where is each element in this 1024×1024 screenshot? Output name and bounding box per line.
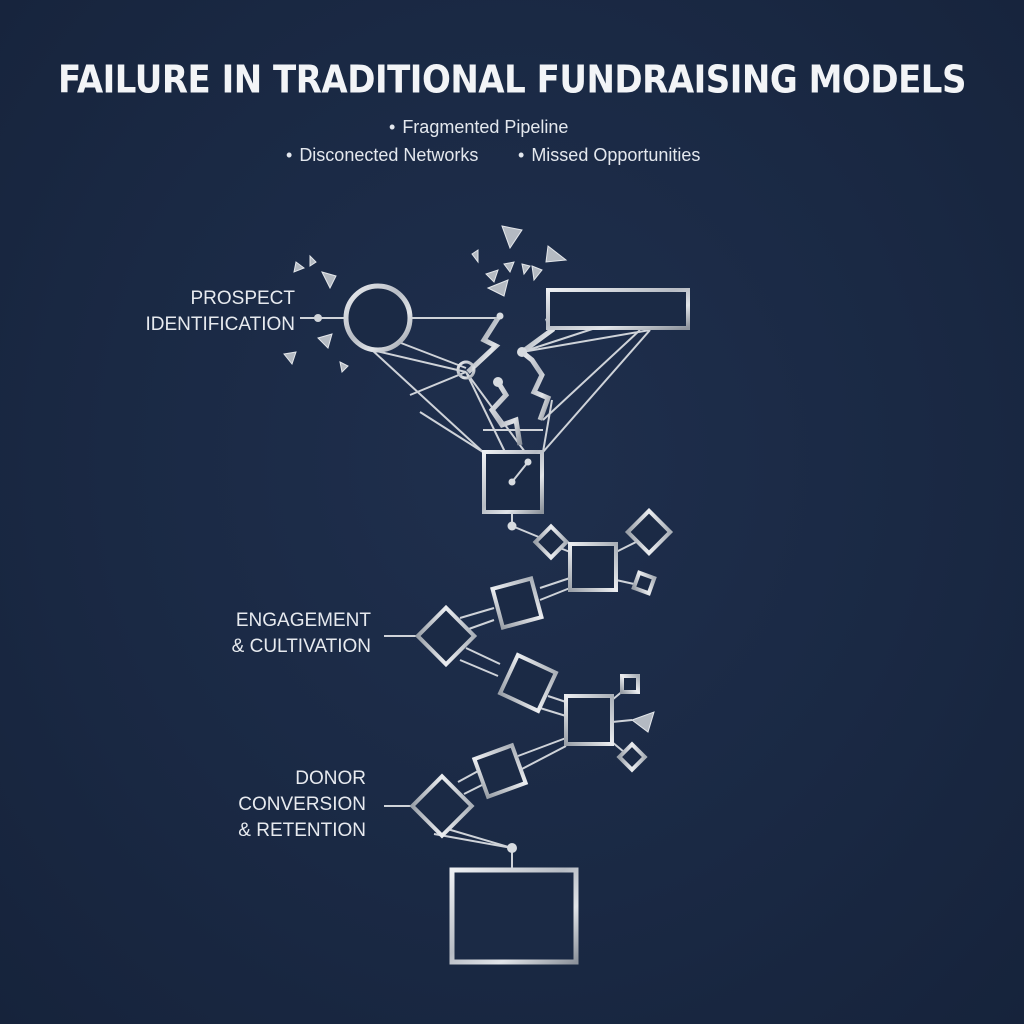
shard (531, 265, 543, 282)
connector-line (511, 461, 529, 483)
stage-label-line: ENGAGEMENT (235, 610, 371, 631)
jagged-edge (520, 350, 552, 421)
pipeline-bar (546, 288, 690, 330)
chain-square (497, 652, 559, 714)
bullet-missed-opportunities: • Missed Opportunities (518, 145, 700, 166)
funnel-network (300, 314, 651, 453)
chain-square (471, 742, 529, 800)
shard (521, 263, 531, 276)
page-title: FAILURE IN TRADITIONAL FUNDRAISING MODEL… (58, 57, 966, 103)
connector-line (419, 411, 484, 453)
shard-fragments (283, 225, 568, 374)
connector-line (517, 737, 567, 757)
stage-label-donor-conversion-retention: DONOR CONVERSION & RETENTION (238, 766, 366, 844)
shard (317, 333, 333, 349)
shard (321, 271, 337, 290)
node-dot (493, 377, 503, 387)
shard (630, 711, 655, 733)
connector-line (371, 349, 484, 453)
connector-line (459, 607, 495, 619)
junction-ring (456, 360, 476, 380)
connector-line (463, 783, 485, 795)
connector-line (433, 833, 513, 849)
shard (545, 245, 568, 263)
stage-label-line: DONOR (295, 768, 366, 789)
connector-line (539, 577, 571, 589)
connector-line (465, 647, 501, 665)
stage-label-line: IDENTIFICATION (145, 314, 295, 335)
prospect-circle (343, 283, 413, 353)
connector-line (542, 329, 641, 421)
node-dot (507, 521, 517, 531)
bullet-disconnected-networks: • Disconected Networks (286, 145, 478, 166)
small-diamond (616, 741, 648, 773)
chain-diamond (414, 604, 478, 668)
connector-line (521, 329, 651, 353)
shard (339, 361, 349, 374)
shard (485, 269, 499, 283)
retention-box (449, 867, 579, 965)
node-dot (507, 843, 517, 853)
connector-line (547, 695, 567, 703)
chain-square (564, 694, 614, 746)
connector-line (443, 827, 513, 849)
connector-line (371, 349, 467, 373)
shard (501, 225, 523, 250)
stage-label-prospect-identification: PROSPECT IDENTIFICATION (145, 286, 295, 338)
node-dot (508, 478, 516, 486)
shard (503, 261, 515, 274)
node-dot (517, 347, 527, 357)
small-diamond (624, 507, 674, 557)
engagement-connectors (384, 512, 637, 870)
connector-line (539, 587, 571, 601)
node-dot (496, 312, 504, 320)
shard (293, 261, 306, 273)
node-dot (524, 458, 532, 466)
connector-line (465, 619, 495, 631)
chain-square (568, 542, 618, 592)
bullet-text: Fragmented Pipeline (402, 117, 569, 137)
bullet-marker: • (286, 145, 293, 165)
bullet-marker: • (389, 117, 396, 137)
engagement-chain (409, 507, 674, 839)
connector-line (519, 745, 567, 771)
bullet-text: Disconected Networks (299, 145, 479, 165)
stage-label-line: CONVERSION (238, 794, 366, 815)
shard (486, 279, 509, 297)
connector-line (409, 371, 467, 396)
stage-label-engagement-cultivation: ENGAGEMENT & CULTIVATION (232, 608, 371, 660)
node-dot (314, 314, 322, 322)
jagged-edge (488, 380, 523, 446)
connector-line (615, 541, 637, 553)
stage-label-line: & RETENTION (238, 820, 366, 841)
connector-line (465, 371, 506, 453)
connector-line (459, 659, 499, 677)
connector-line (615, 579, 635, 585)
shard (309, 254, 317, 267)
chain-diamond (409, 773, 475, 839)
connector-line (542, 399, 553, 453)
jagged-edge (466, 316, 501, 374)
bullet-fragmented-pipeline: • Fragmented Pipeline (389, 117, 568, 138)
small-diamond (532, 523, 570, 561)
chain-square (490, 576, 544, 630)
connector-line (542, 329, 651, 453)
small-square (620, 674, 640, 694)
stage-label-line: PROSPECT (190, 288, 295, 309)
bullet-text: Missed Opportunities (531, 145, 701, 165)
shard (471, 249, 479, 264)
shard (283, 351, 297, 366)
connector-line (539, 707, 567, 717)
stage-label-line: & CULTIVATION (231, 636, 371, 657)
connector-line (611, 719, 633, 723)
small-square (631, 570, 657, 596)
connector-line (457, 769, 481, 783)
bullet-marker: • (518, 145, 525, 165)
